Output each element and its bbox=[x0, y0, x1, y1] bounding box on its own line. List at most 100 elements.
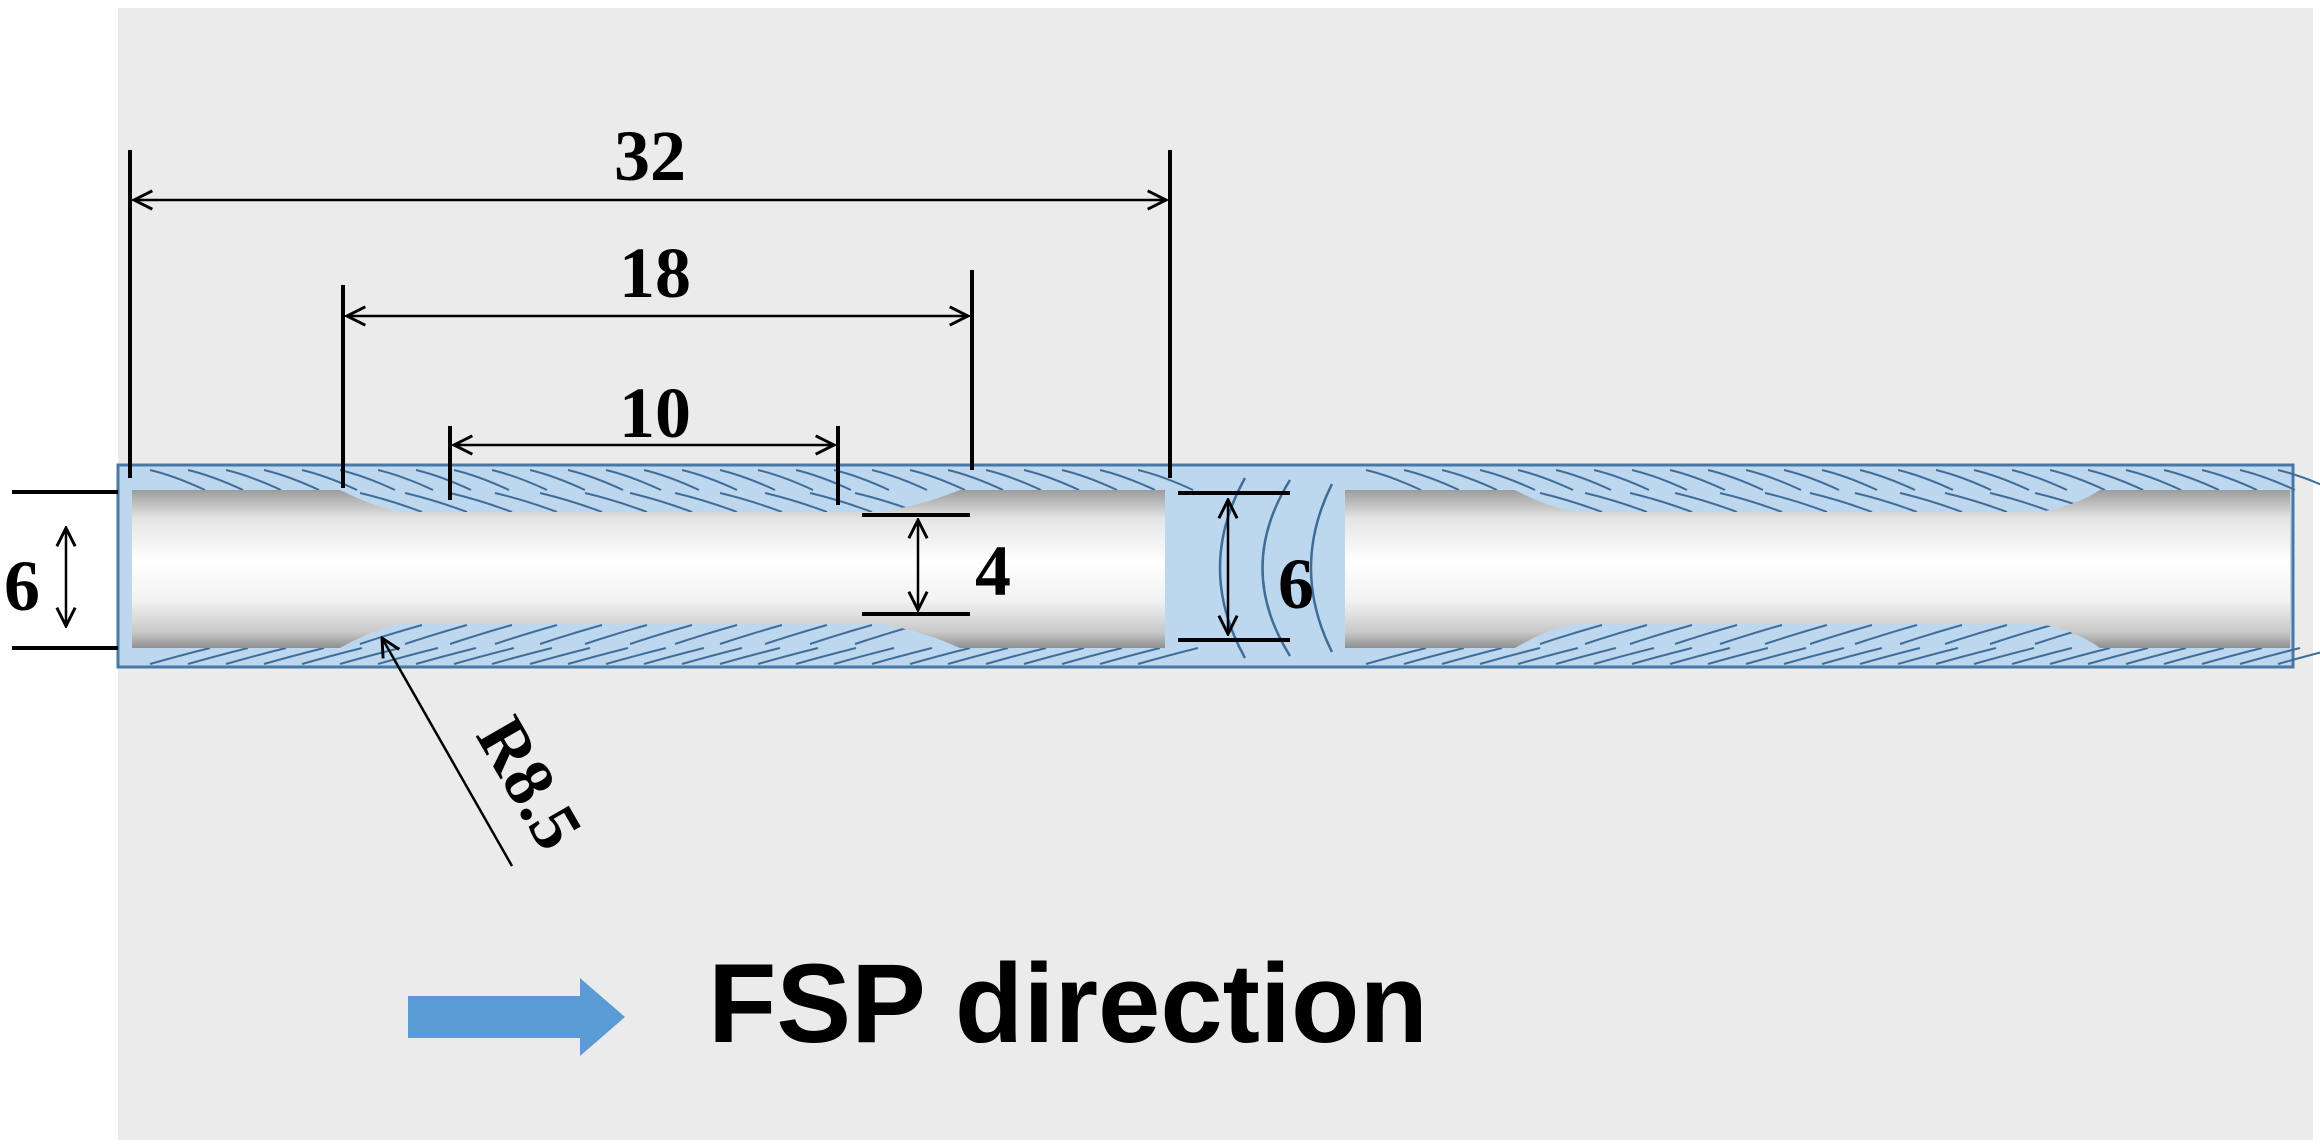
flow-line bbox=[567, 469, 624, 491]
flow-line bbox=[947, 647, 1009, 665]
flow-line bbox=[1517, 469, 1574, 491]
flow-line bbox=[1707, 469, 1764, 491]
flow-line bbox=[643, 469, 700, 491]
dimension-gauge-4-label: 4 bbox=[975, 531, 1011, 611]
flow-line bbox=[2201, 469, 2258, 491]
flow-line bbox=[1061, 469, 1118, 491]
flow-line bbox=[605, 647, 667, 665]
flow-line bbox=[1584, 624, 1648, 645]
flow-line bbox=[757, 469, 814, 491]
dimension-32-label: 32 bbox=[614, 116, 686, 196]
flow-line bbox=[764, 492, 828, 513]
flow-line bbox=[449, 492, 513, 513]
flow-line bbox=[404, 492, 468, 513]
flow-line bbox=[453, 469, 510, 491]
flow-line bbox=[681, 647, 743, 665]
flow-line bbox=[1669, 647, 1731, 665]
flow-line bbox=[681, 469, 738, 491]
flow-line bbox=[263, 469, 320, 491]
dimension-grip-6 bbox=[12, 490, 118, 650]
flow-line bbox=[2163, 647, 2225, 665]
dimension-10 bbox=[448, 426, 840, 505]
flow-line bbox=[1593, 469, 1650, 491]
flow-line bbox=[149, 469, 206, 491]
flow-line bbox=[1821, 647, 1883, 665]
flow-line bbox=[2277, 469, 2320, 486]
flow-line bbox=[795, 469, 852, 491]
flow-line bbox=[1935, 647, 1997, 665]
flow-line bbox=[149, 647, 211, 665]
flow-line bbox=[757, 647, 819, 665]
fsp-direction-label: FSP direction bbox=[708, 941, 1428, 1066]
flow-line bbox=[225, 647, 287, 665]
flow-line bbox=[2163, 469, 2220, 491]
flow-line bbox=[1441, 647, 1503, 665]
flow-line bbox=[359, 624, 423, 645]
flow-line bbox=[1809, 492, 1873, 513]
flow-line bbox=[449, 624, 513, 645]
flow-line bbox=[1365, 469, 1422, 491]
flow-line bbox=[1479, 469, 1536, 491]
flow-line bbox=[1899, 492, 1963, 513]
flow-line bbox=[1137, 469, 1194, 491]
flow-line bbox=[584, 624, 648, 645]
flow-line bbox=[764, 624, 828, 645]
flow-line bbox=[415, 647, 477, 665]
flow-line bbox=[1631, 647, 1693, 665]
flow-line bbox=[529, 469, 586, 491]
flow-line bbox=[1674, 624, 1738, 645]
dimension-gauge-4 bbox=[862, 513, 970, 616]
flow-line bbox=[1989, 624, 2053, 645]
flow-line bbox=[404, 624, 468, 645]
flow-line bbox=[1859, 469, 1916, 491]
flow-line bbox=[1764, 492, 1828, 513]
flow-line bbox=[1897, 647, 1959, 665]
flow-line bbox=[1023, 469, 1080, 491]
flow-line bbox=[1674, 492, 1738, 513]
flow-line bbox=[2239, 647, 2301, 665]
flow-line bbox=[1631, 469, 1688, 491]
flow-line bbox=[187, 647, 249, 665]
flow-line bbox=[1944, 624, 2008, 645]
flow-line bbox=[1897, 469, 1954, 491]
flow-line bbox=[377, 647, 439, 665]
flow-line bbox=[2277, 651, 2320, 665]
dimension-18 bbox=[341, 270, 974, 488]
flow-line bbox=[301, 647, 363, 665]
dimension-10-label: 10 bbox=[619, 373, 691, 453]
flow-line bbox=[539, 492, 603, 513]
flow-line bbox=[1479, 647, 1541, 665]
flow-line bbox=[1539, 492, 1603, 513]
flow-line bbox=[187, 469, 244, 491]
flow-line bbox=[719, 469, 776, 491]
tensile-specimen-left bbox=[132, 490, 1165, 648]
radius-leader bbox=[382, 638, 514, 867]
flow-line bbox=[494, 492, 558, 513]
flow-line bbox=[809, 624, 873, 645]
flow-line bbox=[225, 469, 282, 491]
flow-line bbox=[1719, 492, 1783, 513]
flow-line bbox=[1745, 469, 1802, 491]
flow-line bbox=[1707, 647, 1769, 665]
flow-line bbox=[833, 647, 895, 665]
flow-line bbox=[985, 469, 1042, 491]
flow-line bbox=[2125, 469, 2182, 491]
dimension-grip-6-label: 6 bbox=[4, 546, 40, 626]
flow-line bbox=[1783, 469, 1840, 491]
flow-line bbox=[719, 624, 783, 645]
flow-line bbox=[1764, 624, 1828, 645]
flow-line bbox=[1854, 624, 1918, 645]
flow-line bbox=[491, 647, 553, 665]
flow-line bbox=[2011, 647, 2073, 665]
flow-line bbox=[1719, 624, 1783, 645]
flow-line bbox=[584, 492, 648, 513]
flow-line bbox=[1859, 647, 1921, 665]
flow-line bbox=[1669, 469, 1726, 491]
flow-line bbox=[1555, 469, 1612, 491]
flow-line bbox=[947, 469, 1004, 491]
flow-line bbox=[2049, 647, 2111, 665]
flow-line bbox=[1023, 647, 1085, 665]
flow-line bbox=[263, 647, 325, 665]
dimension-18-label: 18 bbox=[619, 233, 691, 313]
